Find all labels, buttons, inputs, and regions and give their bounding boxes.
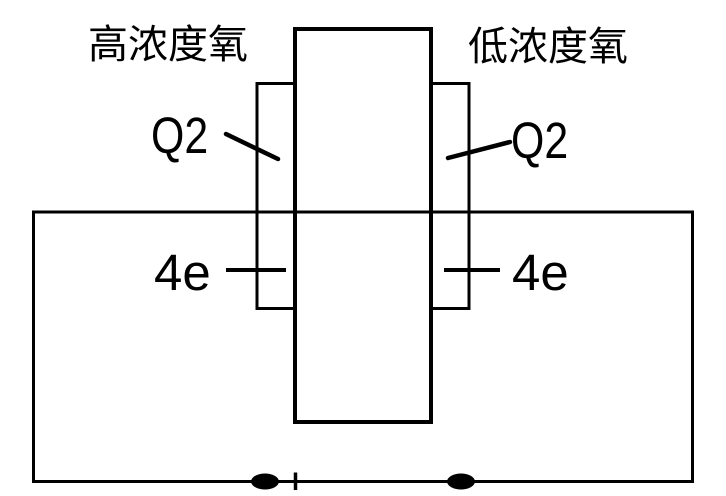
right-electrode-box	[430, 82, 471, 310]
label-left-4e: 4e	[154, 244, 211, 301]
left-electrode-box	[255, 82, 296, 310]
right-terminal-dot	[447, 473, 475, 490]
left-terminal-dot	[251, 473, 279, 490]
label-right-o2: Q2	[511, 112, 569, 169]
electrolyte-box	[293, 27, 433, 424]
label-low-concentration-oxygen: 低浓度氧	[468, 25, 628, 69]
outer-circuit-box	[32, 210, 694, 483]
label-left-o2: Q2	[151, 107, 209, 164]
label-right-4e: 4e	[512, 244, 569, 301]
label-high-concentration-oxygen: 高浓度氧	[88, 23, 248, 67]
right-o2-pointer-line	[445, 139, 513, 161]
left-o2-pointer-line	[223, 131, 281, 162]
